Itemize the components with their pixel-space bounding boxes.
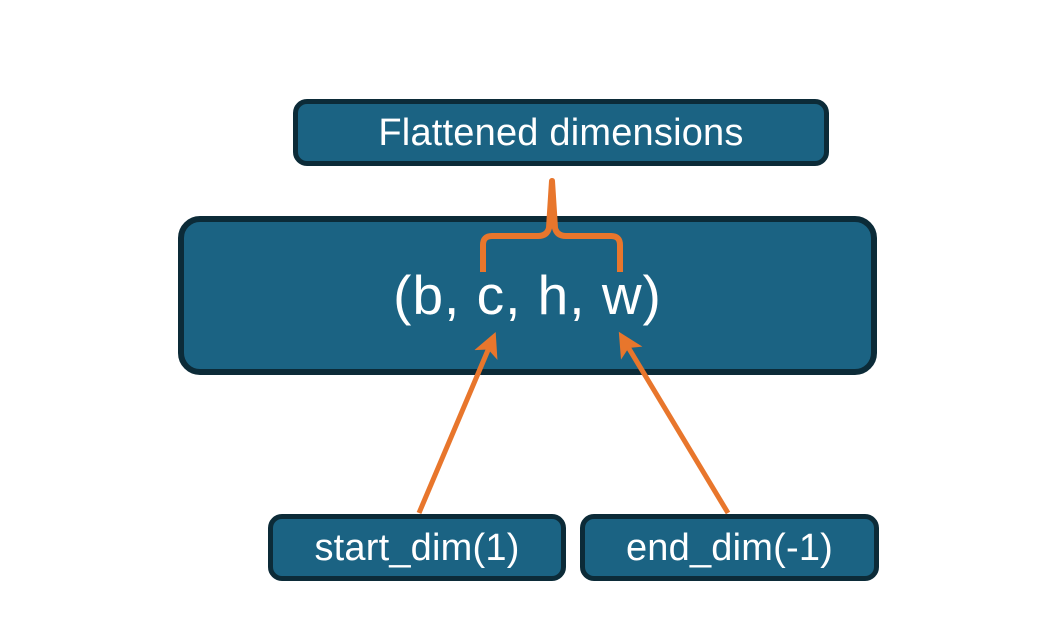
node-end-dim[interactable]: end_dim(-1) [580, 514, 879, 581]
node-start-dim-label: start_dim(1) [314, 526, 520, 569]
node-end-dim-label: end_dim(-1) [625, 526, 834, 569]
node-flattened-dimensions[interactable]: Flattened dimensions [293, 99, 829, 166]
node-shape-tuple[interactable]: (b, c, h, w) [178, 216, 877, 375]
node-flattened-dimensions-label: Flattened dimensions [378, 111, 744, 154]
node-shape-tuple-label: (b, c, h, w) [393, 264, 662, 326]
node-start-dim[interactable]: start_dim(1) [268, 514, 566, 581]
